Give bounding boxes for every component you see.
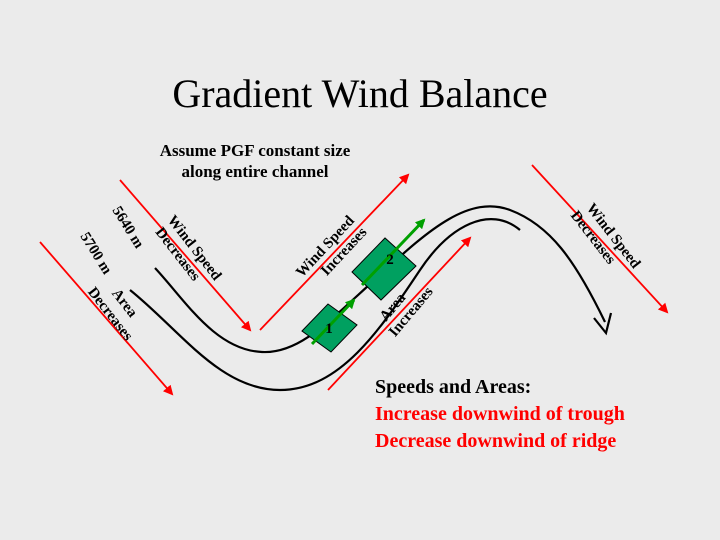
red-arrow-wind-decreases-left <box>119 179 252 332</box>
red-arrow-area-decreases <box>39 241 174 396</box>
contour-arrowhead <box>593 312 613 336</box>
red-arrow-wind-increases <box>259 173 410 331</box>
wind-arrow-2 <box>360 218 426 287</box>
red-arrow-wind-decreases-right <box>531 164 669 314</box>
subtitle: Assume PGF constant size along entire ch… <box>159 141 351 181</box>
caption: Speeds and Areas: Increase downwind of t… <box>375 374 695 455</box>
red-arrow-area-increases <box>327 236 472 391</box>
box-label-1: 1 <box>325 321 333 337</box>
contour-line-lower <box>129 218 521 392</box>
caption-body: Increase downwind of trough Decrease dow… <box>375 403 625 452</box>
slide-title: Gradient Wind Balance <box>172 71 548 116</box>
contour-label-5700: 5700 m <box>77 230 115 278</box>
wind-arrow-1 <box>310 298 356 346</box>
caption-heading: Speeds and Areas: <box>375 376 532 398</box>
contour-label-5640: 5640 m <box>109 204 147 252</box>
parcel-box-2 <box>351 237 417 301</box>
box-label-2: 2 <box>386 252 394 268</box>
